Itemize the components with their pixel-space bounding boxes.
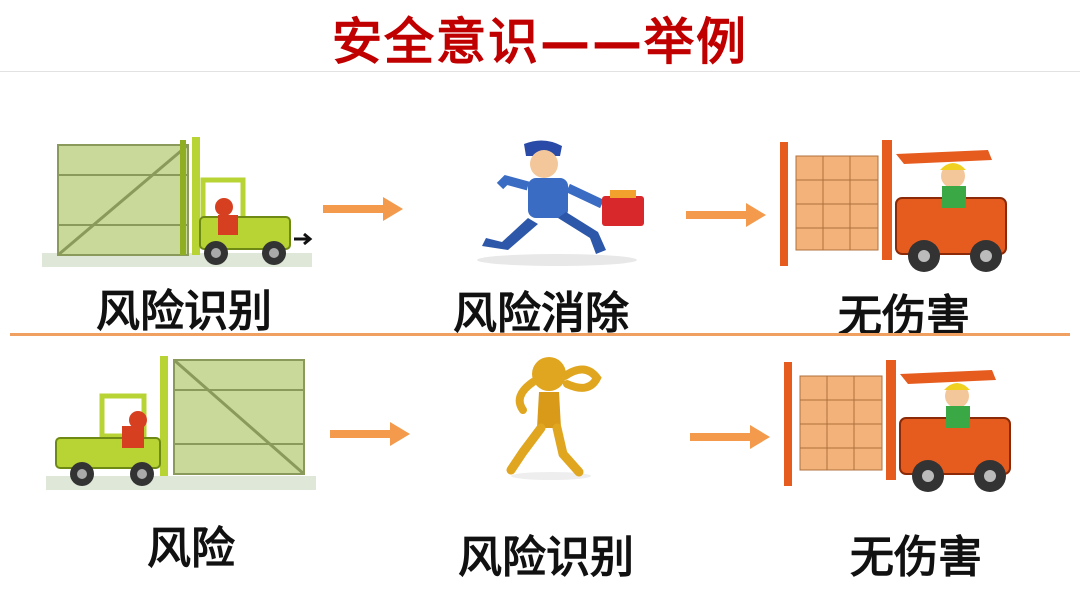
slide-title: 安全意识——举例 [332, 13, 748, 71]
row2-label-1: 风险 [147, 523, 235, 574]
arrow-right-icon [690, 425, 770, 449]
forklift-crate-icon [42, 137, 313, 267]
repairman-icon [477, 140, 644, 266]
safe-forklift-icon [780, 140, 1007, 272]
row2-label-3: 无伤害 [850, 532, 982, 583]
arrow-right-icon [686, 203, 766, 227]
arrow-right-icon [330, 422, 410, 446]
arrow-right-icon [323, 197, 403, 221]
row1-label-2: 风险消除 [453, 288, 629, 339]
safe-forklift-icon [784, 360, 1011, 492]
forklift-crate-icon [46, 356, 316, 490]
row2-label-2: 风险识别 [458, 532, 634, 583]
title-divider [0, 71, 1080, 72]
thinking-figure-icon [506, 357, 602, 480]
row1-label-1: 风险识别 [96, 286, 272, 337]
row-divider [10, 333, 1070, 336]
